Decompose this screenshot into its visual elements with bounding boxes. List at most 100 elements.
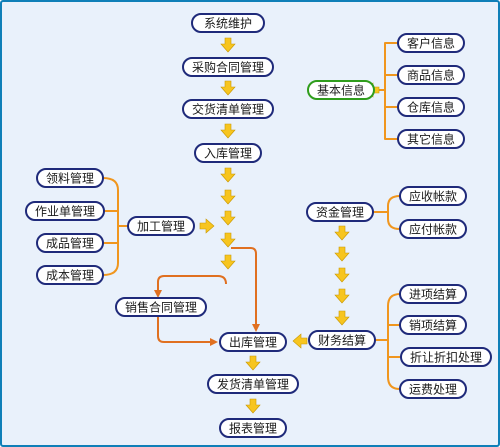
node-label: 销售合同管理 (125, 300, 197, 315)
node-label: 领料管理 (46, 171, 94, 186)
node-label: 成品管理 (46, 236, 94, 251)
node-label: 报表管理 (229, 421, 277, 436)
node-label: 交货清单管理 (192, 102, 264, 117)
node-box (219, 332, 287, 352)
node-label: 应收帐款 (409, 189, 457, 204)
flow-arrow-down (334, 288, 350, 304)
node-payables: 应付帐款 (399, 219, 467, 239)
node-other-info: 其它信息 (397, 129, 465, 149)
node-label: 销项结算 (409, 318, 457, 333)
node-finished-goods: 成品管理 (36, 233, 104, 253)
node-label: 成本管理 (46, 268, 94, 283)
node-box (399, 379, 467, 399)
node-label: 客户信息 (407, 36, 455, 51)
node-box (36, 168, 104, 188)
node-maintenance: 系统维护 (191, 13, 265, 33)
node-label: 作业单管理 (35, 204, 95, 219)
node-label: 财务结算 (318, 333, 366, 348)
node-box (194, 143, 262, 163)
flow-arrow-down (334, 225, 350, 241)
flow-arrow-down (220, 123, 236, 139)
node-label: 商品信息 (407, 68, 455, 83)
node-box (207, 374, 299, 394)
node-work-order: 作业单管理 (25, 201, 105, 221)
node-label: 其它信息 (407, 132, 455, 147)
node-label: 进项结算 (409, 287, 457, 302)
group-bracket-tick (375, 324, 401, 358)
node-product-info: 商品信息 (397, 65, 465, 85)
node-label: 系统维护 (204, 17, 252, 31)
node-label: 应付帐款 (409, 222, 457, 237)
node-label: 采购合同管理 (192, 60, 264, 75)
node-shipping-list: 发货清单管理 (207, 374, 299, 394)
node-box (399, 219, 467, 239)
flow-arrow-down (220, 254, 236, 270)
node-box (36, 265, 104, 285)
node-box (307, 80, 375, 100)
node-box (397, 65, 465, 85)
node-box (36, 233, 104, 253)
node-box (397, 33, 465, 53)
node-outbound: 出库管理 (219, 332, 287, 352)
node-box (115, 297, 207, 317)
node-warehouse-info: 仓库信息 (397, 97, 465, 117)
connector-sales-to-outbound (157, 317, 218, 346)
node-label: 加工管理 (137, 219, 185, 234)
node-box (399, 315, 467, 335)
node-box (127, 216, 195, 236)
node-report: 报表管理 (219, 418, 287, 438)
node-box (25, 201, 105, 221)
flow-arrow-down (220, 167, 236, 183)
node-box (306, 202, 374, 222)
flow-arrow-down (220, 37, 236, 53)
node-label: 入库管理 (204, 146, 252, 161)
node-sales-settle: 销项结算 (399, 315, 467, 335)
node-customer-info: 客户信息 (397, 33, 465, 53)
node-label: 运费处理 (409, 383, 457, 397)
node-purchase-contract: 采购合同管理 (182, 57, 274, 77)
node-box (399, 284, 467, 304)
flow-arrow-down (220, 80, 236, 96)
node-delivery-list: 交货清单管理 (182, 99, 274, 119)
node-finance-settlement: 财务结算 (308, 330, 376, 350)
node-box (397, 129, 465, 149)
flow-arrow-down (245, 355, 261, 371)
connector-loop (157, 275, 227, 285)
node-cost-mgmt: 成本管理 (36, 265, 104, 285)
node-label: 折让折扣处理 (410, 350, 482, 365)
node-funds: 资金管理 (306, 202, 374, 222)
node-box (397, 97, 465, 117)
node-inbound: 入库管理 (194, 143, 262, 163)
node-discount: 折让折扣处理 (400, 347, 492, 367)
group-bracket (387, 293, 401, 390)
flow-arrow-left (292, 333, 308, 349)
flow-arrow-down (220, 210, 236, 226)
node-material-mgmt: 领料管理 (36, 168, 104, 188)
node-box (182, 57, 274, 77)
node-receivables: 应收帐款 (399, 186, 467, 206)
group-bracket-tick (103, 210, 128, 244)
flow-arrow-down (334, 267, 350, 283)
node-processing: 加工管理 (127, 216, 195, 236)
node-box (219, 418, 287, 438)
flow-arrow-down (245, 398, 261, 414)
flow-arrow-down (334, 246, 350, 262)
node-box (182, 99, 274, 119)
node-box (400, 347, 492, 367)
flow-arrow-down (220, 232, 236, 248)
node-freight: 运费处理 (399, 379, 467, 399)
node-box (308, 330, 376, 350)
flow-arrow-down (334, 310, 350, 326)
node-label: 出库管理 (229, 335, 277, 350)
node-label: 仓库信息 (407, 100, 455, 115)
node-sales-contract: 销售合同管理 (115, 297, 207, 317)
node-label: 资金管理 (316, 205, 364, 220)
node-basic-info: 基本信息 (307, 80, 375, 100)
node-box (399, 186, 467, 206)
node-label: 基本信息 (317, 83, 365, 98)
flow-arrow-down (220, 189, 236, 205)
flow-arrow-right (199, 218, 215, 234)
connector-flow-to-outbound (231, 247, 260, 332)
